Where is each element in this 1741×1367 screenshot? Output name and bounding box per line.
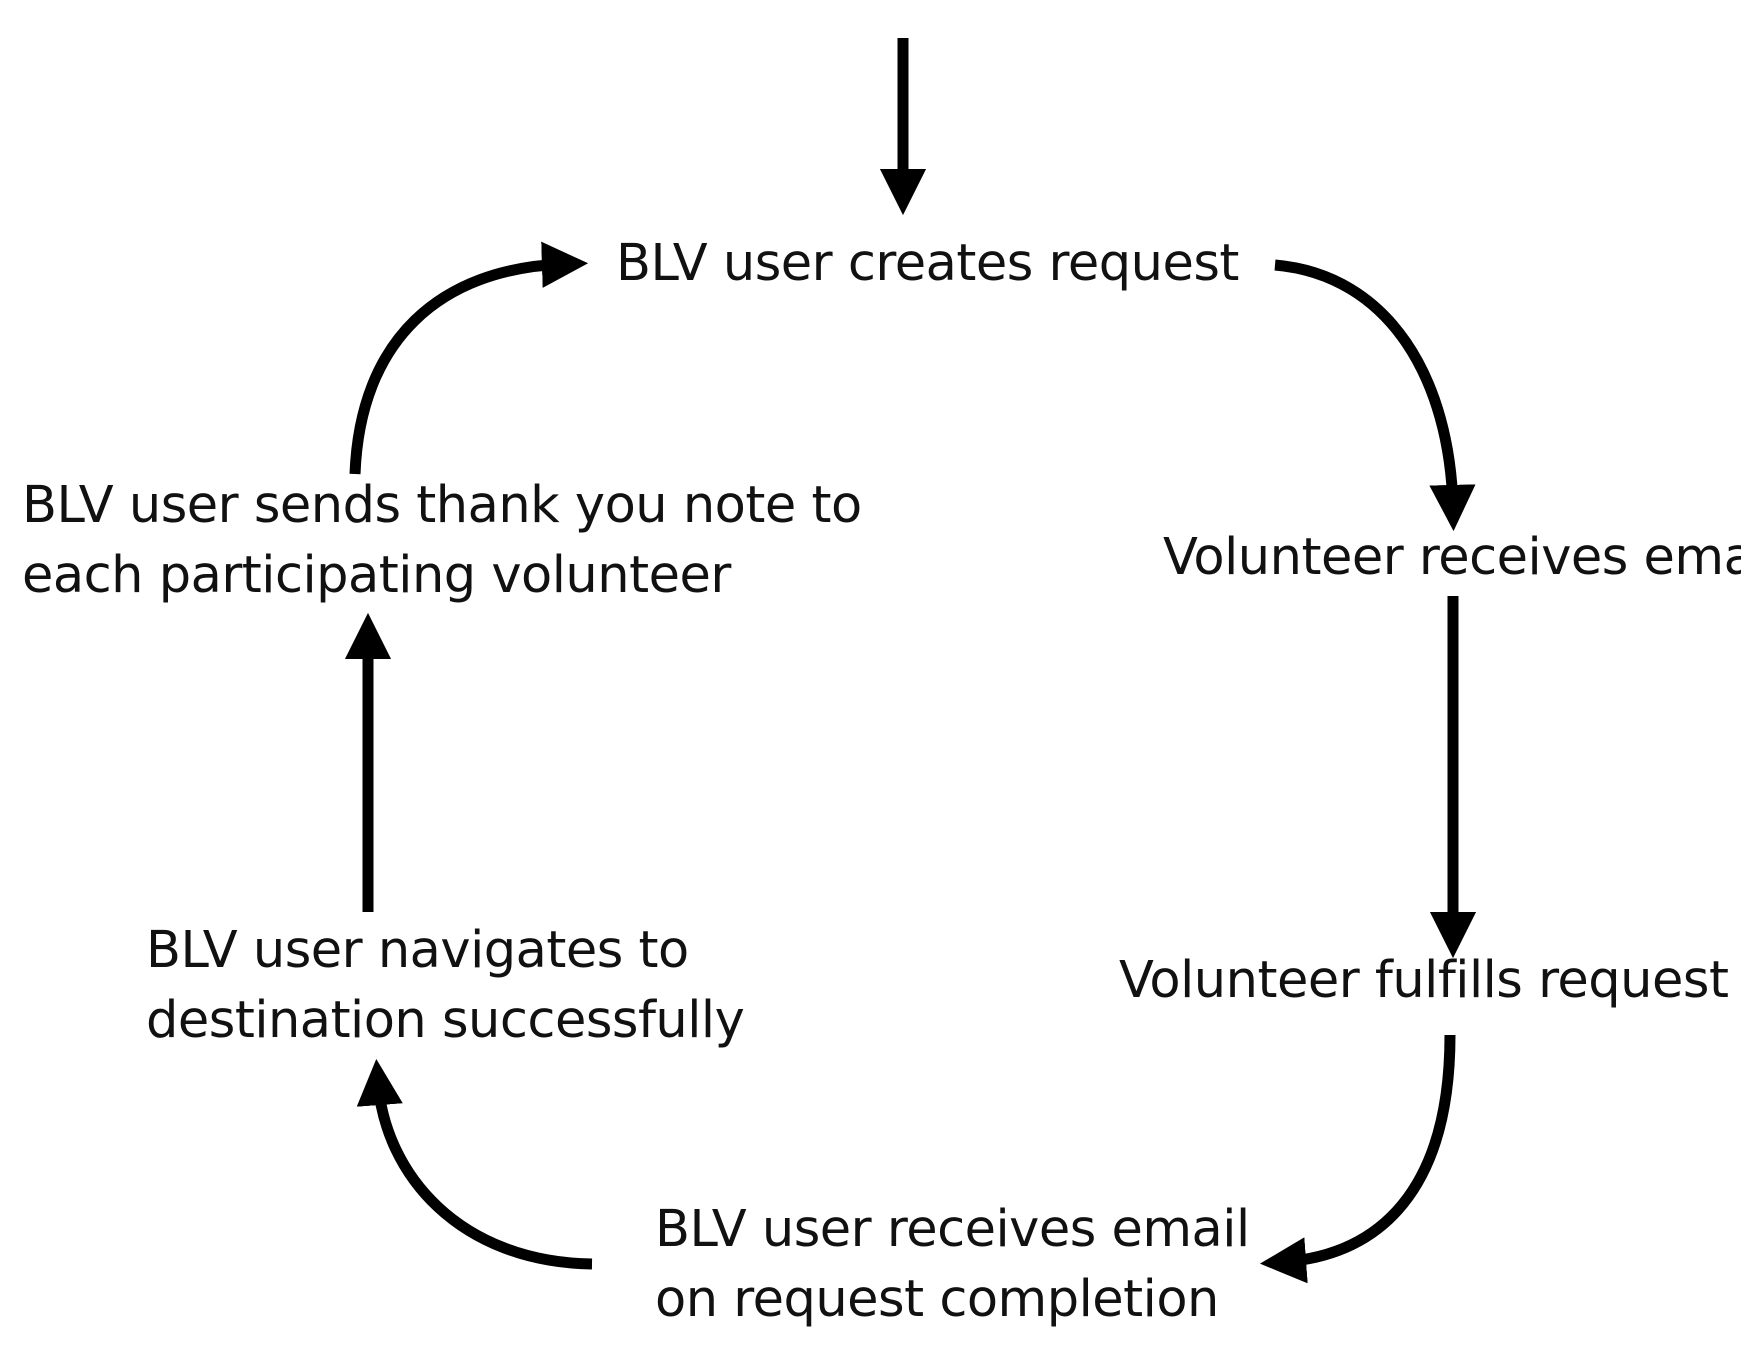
node-label-line: BLV user receives email — [655, 1200, 1250, 1259]
arrow-blv-email-to-navigates — [356, 1058, 593, 1270]
node-label-line: on request completion — [655, 1270, 1219, 1329]
node-blv-navigates: BLV user navigates to destination succes… — [146, 916, 745, 1056]
node-label-line: Volunteer receives email — [1163, 528, 1741, 587]
node-blv-receives-email: BLV user receives email on request compl… — [655, 1195, 1250, 1335]
node-blv-creates-request: BLV user creates request — [616, 229, 1239, 299]
node-label-line: BLV user creates request — [616, 234, 1239, 293]
arrow-thanks-to-create — [349, 241, 589, 475]
arrow-fulfill-to-blv-email — [1259, 1034, 1456, 1284]
arrow-create-to-volunteer-email — [1274, 259, 1476, 532]
node-blv-sends-thank-you: BLV user sends thank you note to each pa… — [22, 471, 862, 611]
node-label-line: Volunteer fulfills request — [1119, 951, 1729, 1010]
node-label-line: destination successfully — [146, 991, 745, 1050]
node-volunteer-fulfills-request: Volunteer fulfills request — [1119, 946, 1729, 1016]
node-label-line: BLV user navigates to — [146, 921, 689, 980]
node-volunteer-receives-email: Volunteer receives email — [1163, 523, 1741, 593]
node-label-line: each participating volunteer — [22, 546, 731, 605]
node-label-line: BLV user sends thank you note to — [22, 476, 862, 535]
